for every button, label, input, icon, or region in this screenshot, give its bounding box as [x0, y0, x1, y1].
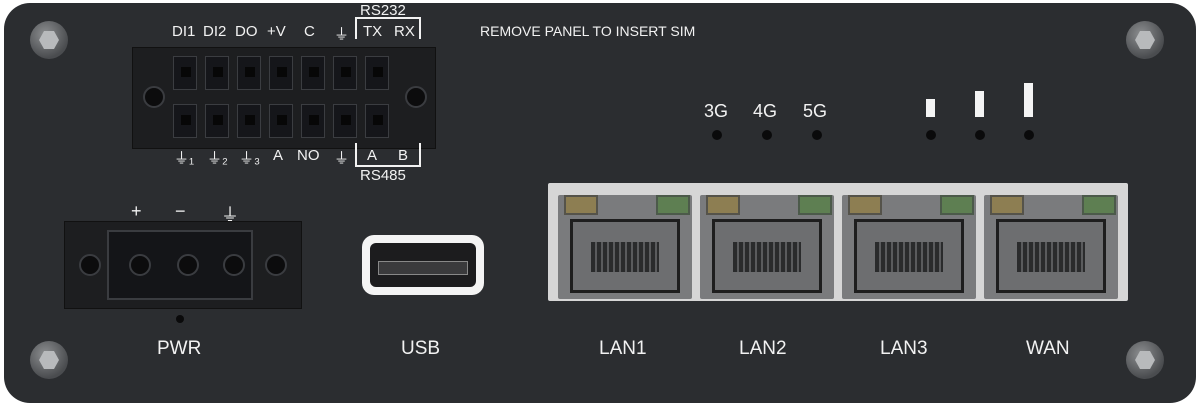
signal-bar-3-icon — [1024, 83, 1033, 117]
io-pin — [269, 104, 293, 138]
lan1-led-activity — [564, 195, 598, 215]
io-pin — [237, 104, 261, 138]
power-connector[interactable] — [64, 221, 302, 309]
io-label-rx: RX — [394, 23, 415, 40]
led-5g-indicator — [812, 130, 822, 140]
signal-bar-2-icon — [975, 91, 984, 117]
io-label-rs485-a: A — [367, 147, 378, 164]
screw-top-right-icon — [1126, 21, 1164, 59]
io-pin — [333, 104, 357, 138]
io-pin — [333, 56, 357, 90]
led-label-5g: 5G — [803, 101, 828, 121]
led-label-4g: 4G — [753, 101, 778, 121]
signal-bar-1-icon — [926, 99, 935, 117]
power-led — [176, 315, 184, 323]
screw-bottom-left-icon — [30, 341, 68, 379]
io-label-c: C — [304, 23, 315, 40]
lan1-led-link — [656, 195, 690, 215]
wan-led-link — [1082, 195, 1116, 215]
io-pin — [237, 56, 261, 90]
io-label-tx: TX — [363, 23, 383, 40]
io-label-di1: DI1 — [172, 23, 196, 40]
io-pin — [365, 56, 389, 90]
power-minus-symbol: − — [175, 201, 186, 221]
io-label-vplus: +V — [267, 23, 286, 40]
io-label-do: DO — [235, 23, 258, 40]
port-label-usb: USB — [401, 338, 441, 359]
led-label-3g: 3G — [704, 101, 729, 121]
power-mount-left-icon — [79, 254, 101, 276]
io-pin — [205, 56, 229, 90]
usb-tongue — [378, 261, 468, 275]
port-label-lan1: LAN1 — [599, 338, 647, 359]
screw-top-left-icon — [30, 21, 68, 59]
usb-port-opening — [370, 243, 476, 287]
power-mount-right-icon — [265, 254, 287, 276]
port-label-lan3: LAN3 — [880, 338, 928, 359]
port-label-lan2: LAN2 — [739, 338, 787, 359]
lan3-led-link — [940, 195, 974, 215]
led-3g-indicator — [712, 130, 722, 140]
io-label-a: A — [273, 147, 284, 164]
io-pin — [301, 56, 325, 90]
lan2-led-activity — [706, 195, 740, 215]
led-4g-indicator — [762, 130, 772, 140]
port-label-wan: WAN — [1026, 338, 1070, 359]
io-pin — [173, 104, 197, 138]
port-label-pwr: PWR — [157, 338, 202, 359]
rs485-label: RS485 — [360, 167, 406, 184]
io-label-di2: DI2 — [203, 23, 227, 40]
io-label-rs485-b: B — [398, 147, 409, 164]
screw-bottom-right-icon — [1126, 341, 1164, 379]
lan2-port[interactable] — [700, 195, 834, 299]
power-pin-ground-icon — [223, 254, 245, 276]
router-front-panel: RS232 DI1 DI2 DO +V C ⏚ TX RX ⏚₁ ⏚₂ ⏚₃ A… — [4, 2, 1196, 403]
io-label-ground: ⏚ — [334, 26, 350, 43]
io-pin — [301, 104, 325, 138]
wan-led-activity — [990, 195, 1024, 215]
sim-instruction: REMOVE PANEL TO INSERT SIM — [480, 23, 696, 39]
io-terminal-block[interactable] — [132, 47, 436, 149]
io-label-ground4: ⏚ — [334, 150, 350, 167]
lan2-led-link — [798, 195, 832, 215]
power-ground-symbol: ⏚ — [221, 205, 239, 225]
io-label-no: NO — [297, 147, 320, 164]
signal-led-2 — [975, 130, 985, 140]
rs485-bracket — [355, 143, 421, 167]
power-pin-plus-icon — [129, 254, 151, 276]
signal-led-1 — [926, 130, 936, 140]
io-pin — [365, 104, 389, 138]
signal-led-3 — [1024, 130, 1034, 140]
io-label-ground2: ⏚₂ — [207, 150, 228, 167]
io-mount-left-icon — [143, 86, 165, 108]
io-mount-right-icon — [405, 86, 427, 108]
rs232-label: RS232 — [360, 2, 406, 19]
power-pin-minus-icon — [177, 254, 199, 276]
io-pin — [269, 56, 293, 90]
power-plus-symbol: + — [131, 201, 142, 221]
lan3-led-activity — [848, 195, 882, 215]
io-pin — [205, 104, 229, 138]
io-pin — [173, 56, 197, 90]
rs232-bracket — [355, 17, 421, 39]
usb-port[interactable] — [362, 235, 484, 295]
io-label-ground3: ⏚₃ — [239, 150, 261, 167]
io-label-ground1: ⏚₁ — [174, 150, 195, 167]
